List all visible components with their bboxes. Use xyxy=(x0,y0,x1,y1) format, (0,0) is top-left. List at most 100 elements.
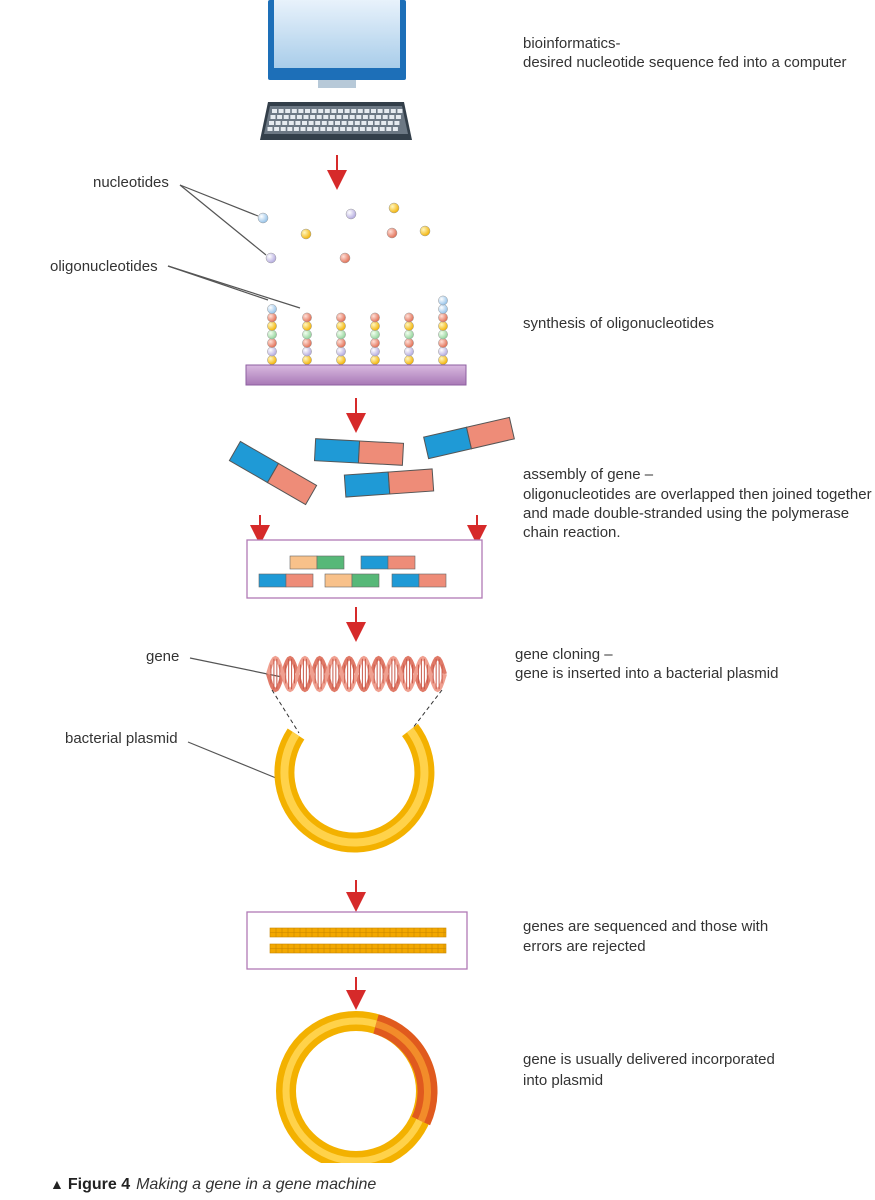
key xyxy=(351,109,357,113)
nucleotide-bead xyxy=(336,329,346,340)
computer-monitor-icon xyxy=(268,0,406,88)
nucleotide-bead xyxy=(302,312,312,323)
nucleotide-bead xyxy=(370,355,380,365)
nucleotide-bead xyxy=(267,321,277,331)
step-bioinformatics-line2: desired nucleotide sequence fed into a c… xyxy=(523,54,847,71)
nucleotide-bead xyxy=(438,295,448,306)
nucleotide-bead xyxy=(302,346,312,357)
figure-title: Making a gene in a gene machine xyxy=(136,1176,377,1193)
keyboard-keys xyxy=(267,109,403,131)
key xyxy=(387,121,393,125)
key xyxy=(392,127,398,131)
key xyxy=(316,115,322,119)
key xyxy=(344,109,350,113)
nucleotide-bead xyxy=(438,321,448,331)
key xyxy=(329,115,335,119)
nucleotide-bead xyxy=(404,321,414,331)
nucleotide-bead xyxy=(267,329,277,340)
insertion-guides xyxy=(271,689,443,734)
key xyxy=(373,127,379,131)
key xyxy=(307,127,313,131)
assembly-box xyxy=(246,539,483,599)
key xyxy=(346,127,352,131)
key xyxy=(283,115,289,119)
key xyxy=(382,115,388,119)
key xyxy=(290,115,296,119)
nucleotide-bead xyxy=(370,321,380,331)
nucleotide-bead xyxy=(404,338,414,348)
oligo-fragments xyxy=(228,416,515,506)
nucleotide-bead xyxy=(438,338,448,348)
key xyxy=(303,115,309,119)
open-bacterial-plasmid-icon xyxy=(274,723,435,853)
key xyxy=(384,109,390,113)
label-nucleotides: nucleotides xyxy=(93,174,169,191)
figure-crop-mask xyxy=(240,1163,480,1171)
key xyxy=(280,127,286,131)
key xyxy=(310,115,316,119)
key xyxy=(374,121,380,125)
nucleotide-bead xyxy=(438,329,448,340)
key xyxy=(389,115,395,119)
key xyxy=(323,115,329,119)
key xyxy=(371,109,376,113)
key xyxy=(359,127,365,131)
key xyxy=(377,109,383,113)
step-sequencing-line2: errors are rejected xyxy=(523,938,646,955)
key xyxy=(320,127,326,131)
synthesis-substrate xyxy=(245,364,467,386)
nucleotide-bead xyxy=(302,321,312,331)
key xyxy=(331,109,337,113)
key xyxy=(361,121,367,125)
nucleotide-bead xyxy=(370,312,380,323)
key xyxy=(308,121,314,125)
key xyxy=(338,109,343,113)
key xyxy=(364,109,370,113)
label-leader-lines xyxy=(167,184,301,779)
nucleotide-bead xyxy=(267,312,277,323)
key xyxy=(278,109,284,113)
key xyxy=(291,109,297,113)
key xyxy=(390,109,396,113)
nucleotide-bead xyxy=(438,346,448,357)
key xyxy=(285,109,291,113)
step-synthesis: synthesis of oligonucleotides xyxy=(523,315,714,332)
key xyxy=(305,109,310,113)
key xyxy=(321,121,327,125)
process-arrows xyxy=(250,155,487,1010)
nucleotide-bead xyxy=(336,338,346,348)
triangle-marker-icon: ▲ xyxy=(50,1176,64,1192)
step-assembly-line4: chain reaction. xyxy=(523,524,621,541)
key xyxy=(324,109,330,113)
step-sequencing-line1: genes are sequenced and those with xyxy=(523,918,769,935)
sequencing-box xyxy=(246,911,468,970)
nucleotide-bead xyxy=(438,355,448,365)
key xyxy=(353,127,359,131)
nucleotide-bead xyxy=(302,355,312,365)
key xyxy=(293,127,299,131)
key xyxy=(369,115,375,119)
key xyxy=(394,121,400,125)
key xyxy=(298,109,304,113)
key xyxy=(326,127,332,131)
key xyxy=(357,109,363,113)
key xyxy=(368,121,373,125)
nucleotide-bead xyxy=(267,304,277,314)
plasmid-with-gene-icon xyxy=(276,1011,438,1171)
key xyxy=(296,115,302,119)
label-oligonucleotides: oligonucleotides xyxy=(50,258,158,275)
key xyxy=(287,127,293,131)
key xyxy=(340,127,346,131)
keyboard-icon xyxy=(260,102,412,140)
nucleotide-bead xyxy=(302,329,312,340)
key xyxy=(274,127,280,131)
step-delivery-line2: into plasmid xyxy=(523,1072,604,1089)
gene-double-helix-icon xyxy=(266,655,447,693)
key xyxy=(300,127,306,131)
nucleotide-bead xyxy=(336,312,346,323)
step-assembly-line2: oligonucleotides are overlapped then joi… xyxy=(523,486,872,503)
key xyxy=(275,121,281,125)
key xyxy=(395,115,401,119)
step-cloning-line1: gene cloning – xyxy=(515,646,613,663)
